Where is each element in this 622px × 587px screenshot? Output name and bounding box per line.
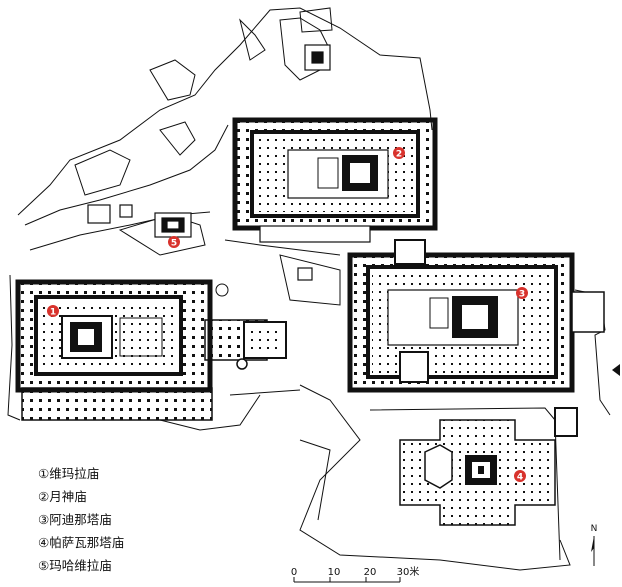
temple-3-plan bbox=[347, 239, 620, 393]
legend-marker: ② bbox=[38, 489, 50, 504]
temple-2-plan bbox=[232, 117, 438, 243]
scale-tick-20: 20 bbox=[364, 567, 377, 578]
legend-marker: ① bbox=[38, 466, 50, 481]
temple-marker-2: 2 bbox=[393, 147, 405, 160]
scale-tick-30: 30米 bbox=[397, 565, 420, 578]
temple-4-plan bbox=[399, 407, 578, 526]
scale-tick-0: 0 bbox=[291, 567, 297, 578]
legend-label: 维玛拉庙 bbox=[49, 466, 100, 481]
legend-item-1: ①维玛拉庙 bbox=[38, 462, 124, 485]
temple-5-plan bbox=[154, 212, 192, 238]
legend-label: 玛哈维拉庙 bbox=[49, 558, 112, 573]
temple-marker-4: 4 bbox=[514, 470, 526, 483]
temple-marker-1-label: 1 bbox=[50, 308, 56, 318]
legend-label: 帕萨瓦那塔庙 bbox=[49, 535, 125, 550]
scale-tick-10: 10 bbox=[328, 567, 341, 578]
north-structures bbox=[87, 44, 331, 281]
legend-marker: ⑤ bbox=[38, 558, 50, 573]
temple-marker-5-label: 5 bbox=[171, 239, 177, 249]
north-arrow: N bbox=[591, 524, 598, 566]
temple-marker-2-label: 2 bbox=[396, 150, 402, 160]
temple-marker-5: 5 bbox=[168, 236, 180, 249]
temple-marker-3-label: 3 bbox=[519, 290, 525, 300]
legend-label: 阿迪那塔庙 bbox=[49, 512, 112, 527]
temple-marker-3: 3 bbox=[516, 287, 528, 300]
temple-marker-1: 1 bbox=[47, 305, 59, 318]
legend-item-3: ③阿迪那塔庙 bbox=[38, 508, 124, 531]
legend-item-2: ②月神庙 bbox=[38, 485, 124, 508]
legend-item-5: ⑤玛哈维拉庙 bbox=[38, 554, 124, 577]
legend: ①维玛拉庙 ②月神庙 ③阿迪那塔庙 ④帕萨瓦那塔庙 ⑤玛哈维拉庙 bbox=[38, 462, 124, 577]
legend-label: 月神庙 bbox=[49, 489, 87, 504]
legend-marker: ③ bbox=[38, 512, 50, 527]
legend-item-4: ④帕萨瓦那塔庙 bbox=[38, 531, 124, 554]
temple-1-plan bbox=[15, 279, 287, 421]
temple-marker-4-label: 4 bbox=[517, 473, 523, 483]
scale-bar: 0 10 20 30米 bbox=[291, 565, 420, 583]
north-label: N bbox=[591, 524, 598, 534]
legend-marker: ④ bbox=[38, 535, 50, 550]
